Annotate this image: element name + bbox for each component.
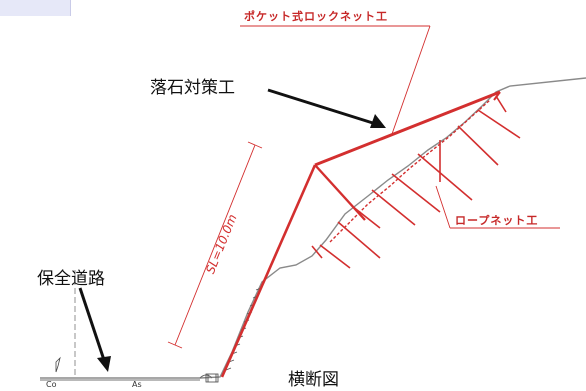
rope-net-leader	[435, 185, 560, 229]
dimension-line	[167, 141, 263, 349]
rope-net-label: ロープネット工	[455, 214, 539, 227]
rockfall-arrow	[267, 88, 386, 128]
datum-symbol	[55, 356, 61, 373]
pocket-rock-net-label: ポケット式ロックネット工	[244, 10, 388, 23]
pocket-rock-net	[220, 90, 501, 378]
protected-road-label: 保全道路	[37, 269, 105, 289]
corner-tab	[0, 0, 71, 16]
rockfall-measures-label: 落石対策工	[150, 78, 235, 98]
culvert-symbol	[205, 373, 219, 383]
rope-net-anchors	[311, 95, 521, 269]
pocket-net-leader	[240, 25, 431, 135]
concrete-label: Co	[46, 380, 57, 389]
cross-section-label: 横断図	[288, 370, 339, 390]
road-arrow	[78, 287, 111, 372]
asphalt-label: As	[132, 380, 142, 389]
rope-net-line	[329, 99, 491, 243]
